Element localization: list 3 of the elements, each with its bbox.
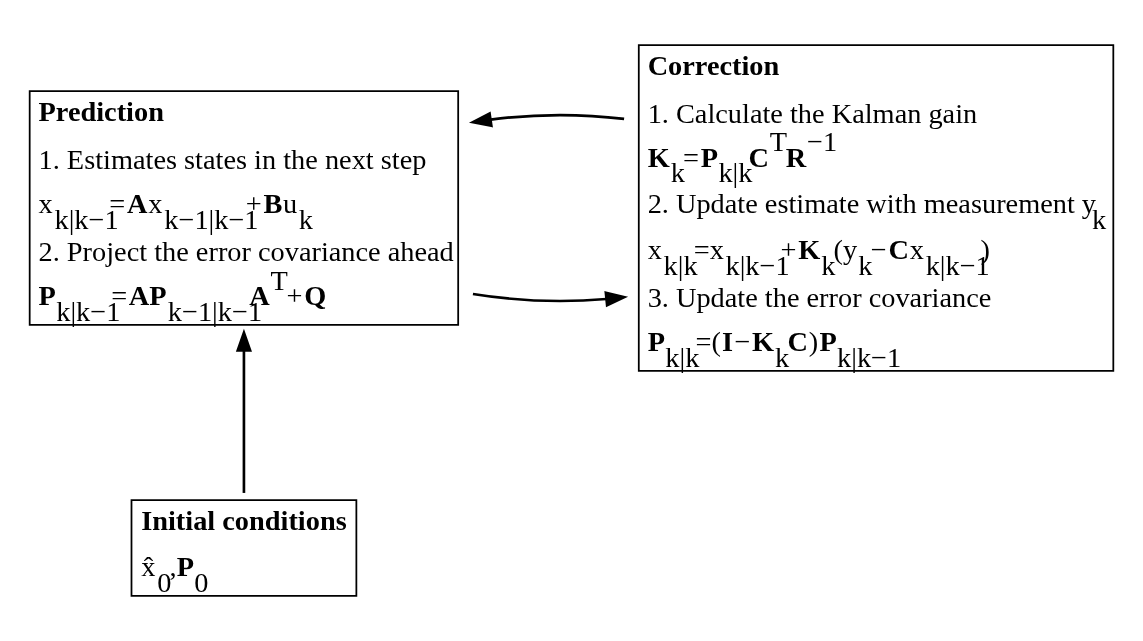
arrow [468,111,625,128]
arrow [235,328,252,493]
arrow [472,291,629,308]
